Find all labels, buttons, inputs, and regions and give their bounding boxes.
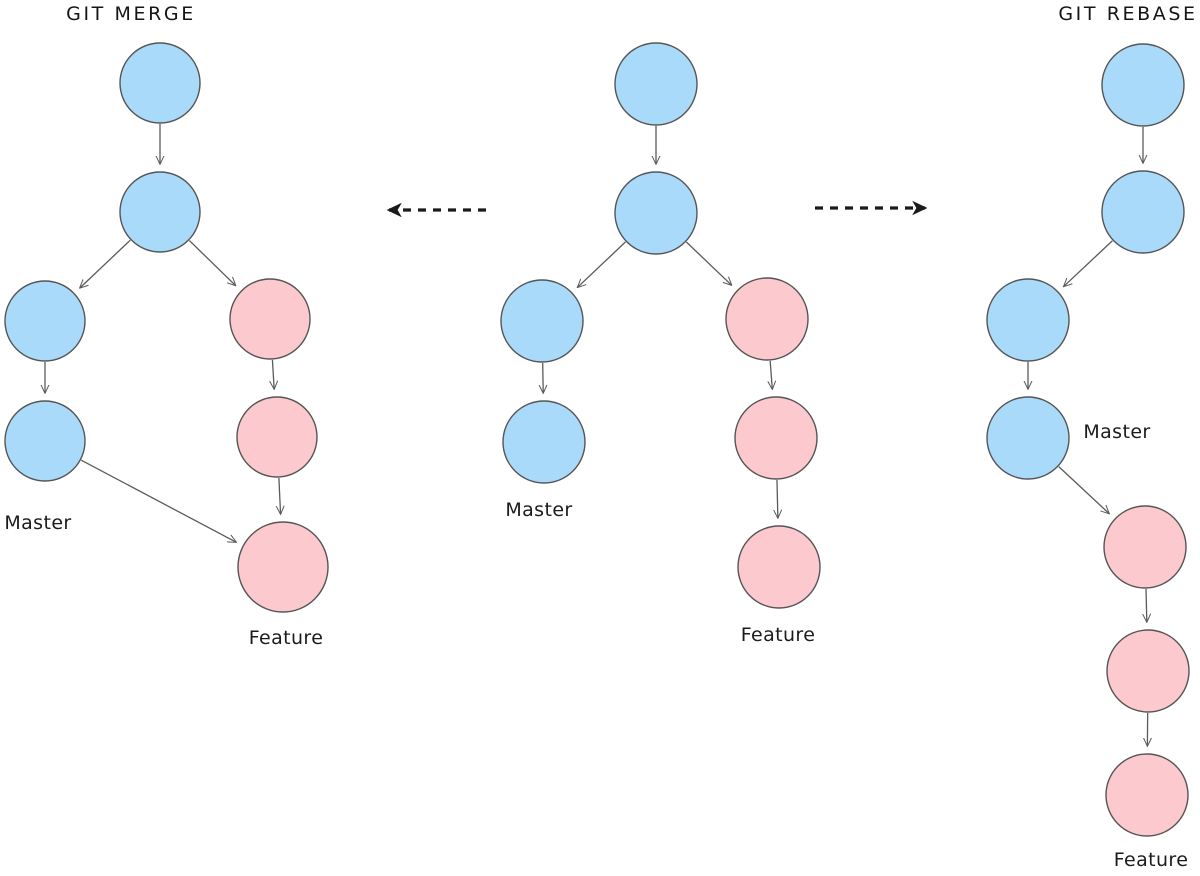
commit-node-master[interactable] (1101, 170, 1185, 254)
branch-label-master: Master (505, 499, 572, 521)
branch-label-master: Master (1083, 421, 1150, 443)
titles-layer: GIT MERGE GIT REBASE (66, 3, 1197, 25)
commit-node-master[interactable] (614, 42, 698, 126)
commit-edge (188, 240, 235, 286)
commit-edge (685, 241, 731, 285)
commit-node-feature[interactable] (725, 277, 809, 361)
edges-layer (45, 124, 1148, 746)
commit-node-feature[interactable] (1105, 753, 1189, 837)
commit-node-feature[interactable] (237, 521, 329, 613)
commit-edge (1058, 466, 1109, 514)
commit-edge (578, 241, 626, 287)
transitions-layer (386, 200, 928, 218)
commit-edge (80, 459, 236, 542)
commit-node-master[interactable] (1101, 43, 1185, 127)
title-git-rebase: GIT REBASE (1058, 3, 1197, 25)
commit-node-feature[interactable] (734, 396, 818, 480)
title-git-merge: GIT MERGE (66, 3, 196, 25)
commit-node-master[interactable] (502, 400, 586, 484)
commit-edge (777, 479, 778, 518)
commit-node-master[interactable] (614, 171, 698, 255)
commit-node-master[interactable] (500, 279, 584, 363)
commit-edge (279, 477, 281, 514)
commit-edge (80, 239, 131, 288)
commit-node-feature[interactable] (737, 525, 821, 609)
commit-edge (1064, 240, 1113, 287)
commit-node-master[interactable] (119, 42, 201, 124)
commit-node-master[interactable] (986, 396, 1070, 480)
commit-node-feature[interactable] (229, 278, 311, 360)
branch-label-feature: Feature (1114, 849, 1189, 871)
commit-node-master[interactable] (4, 280, 86, 362)
branch-label-master: Master (4, 512, 71, 534)
commit-node-feature[interactable] (1103, 505, 1187, 589)
branch-label-feature: Feature (249, 627, 324, 649)
commit-node-master[interactable] (4, 400, 86, 482)
commit-edge (272, 359, 274, 389)
commit-node-master[interactable] (119, 171, 201, 253)
commit-node-master[interactable] (986, 278, 1070, 362)
commit-edge (1146, 588, 1147, 622)
branch-label-feature: Feature (741, 624, 816, 646)
commit-node-feature[interactable] (236, 396, 318, 478)
commit-node-feature[interactable] (1106, 629, 1190, 713)
commit-edge (770, 360, 772, 389)
nodes-layer (4, 42, 1190, 837)
